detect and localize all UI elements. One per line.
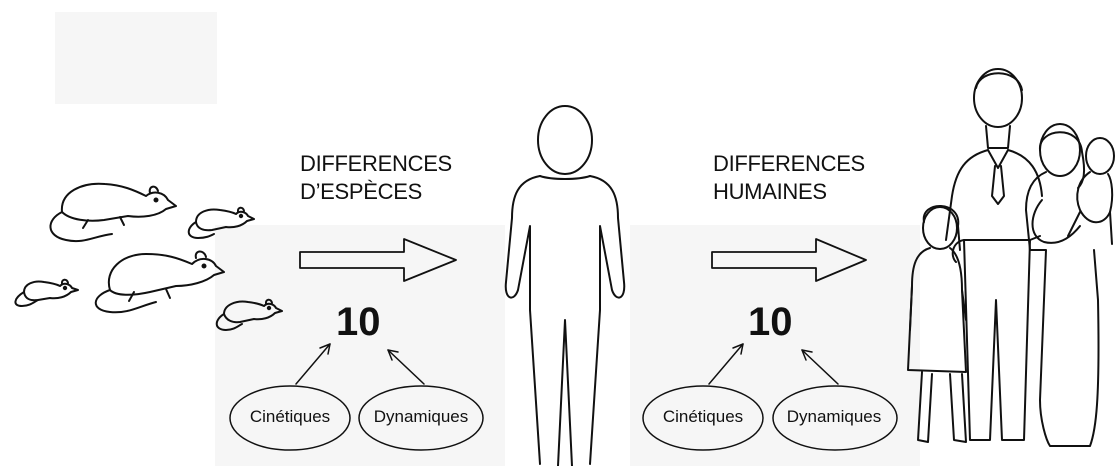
arrow-up-right-icon	[295, 343, 331, 385]
arrow-up-right-icon	[708, 343, 744, 385]
kinetics-bubble	[229, 385, 351, 451]
dynamics-label: Dynamiques	[373, 407, 469, 426]
family-icon	[907, 68, 1115, 447]
species-differences-heading: DIFFERENCES D’ESPÈCES	[300, 151, 452, 204]
arrow-up-left-icon	[387, 349, 425, 385]
arrow-up-left-icon	[801, 349, 839, 385]
kinetics-label: Cinétiques	[662, 407, 744, 426]
safety-factor-value: 10	[748, 300, 793, 344]
rats-icon	[14, 182, 283, 331]
background-panel	[55, 12, 217, 104]
safety-factor-value: 10	[336, 300, 381, 344]
arrow-right-icon	[299, 238, 457, 282]
human-differences-heading: DIFFERENCES HUMAINES	[713, 151, 865, 204]
arrow-right-icon	[711, 238, 867, 282]
dynamics-bubble	[358, 385, 484, 451]
kinetics-bubble	[642, 385, 764, 451]
kinetics-label: Cinétiques	[249, 407, 331, 426]
dynamics-label: Dynamiques	[786, 407, 882, 426]
dynamics-bubble	[772, 385, 898, 451]
human-silhouette-icon	[504, 105, 626, 466]
